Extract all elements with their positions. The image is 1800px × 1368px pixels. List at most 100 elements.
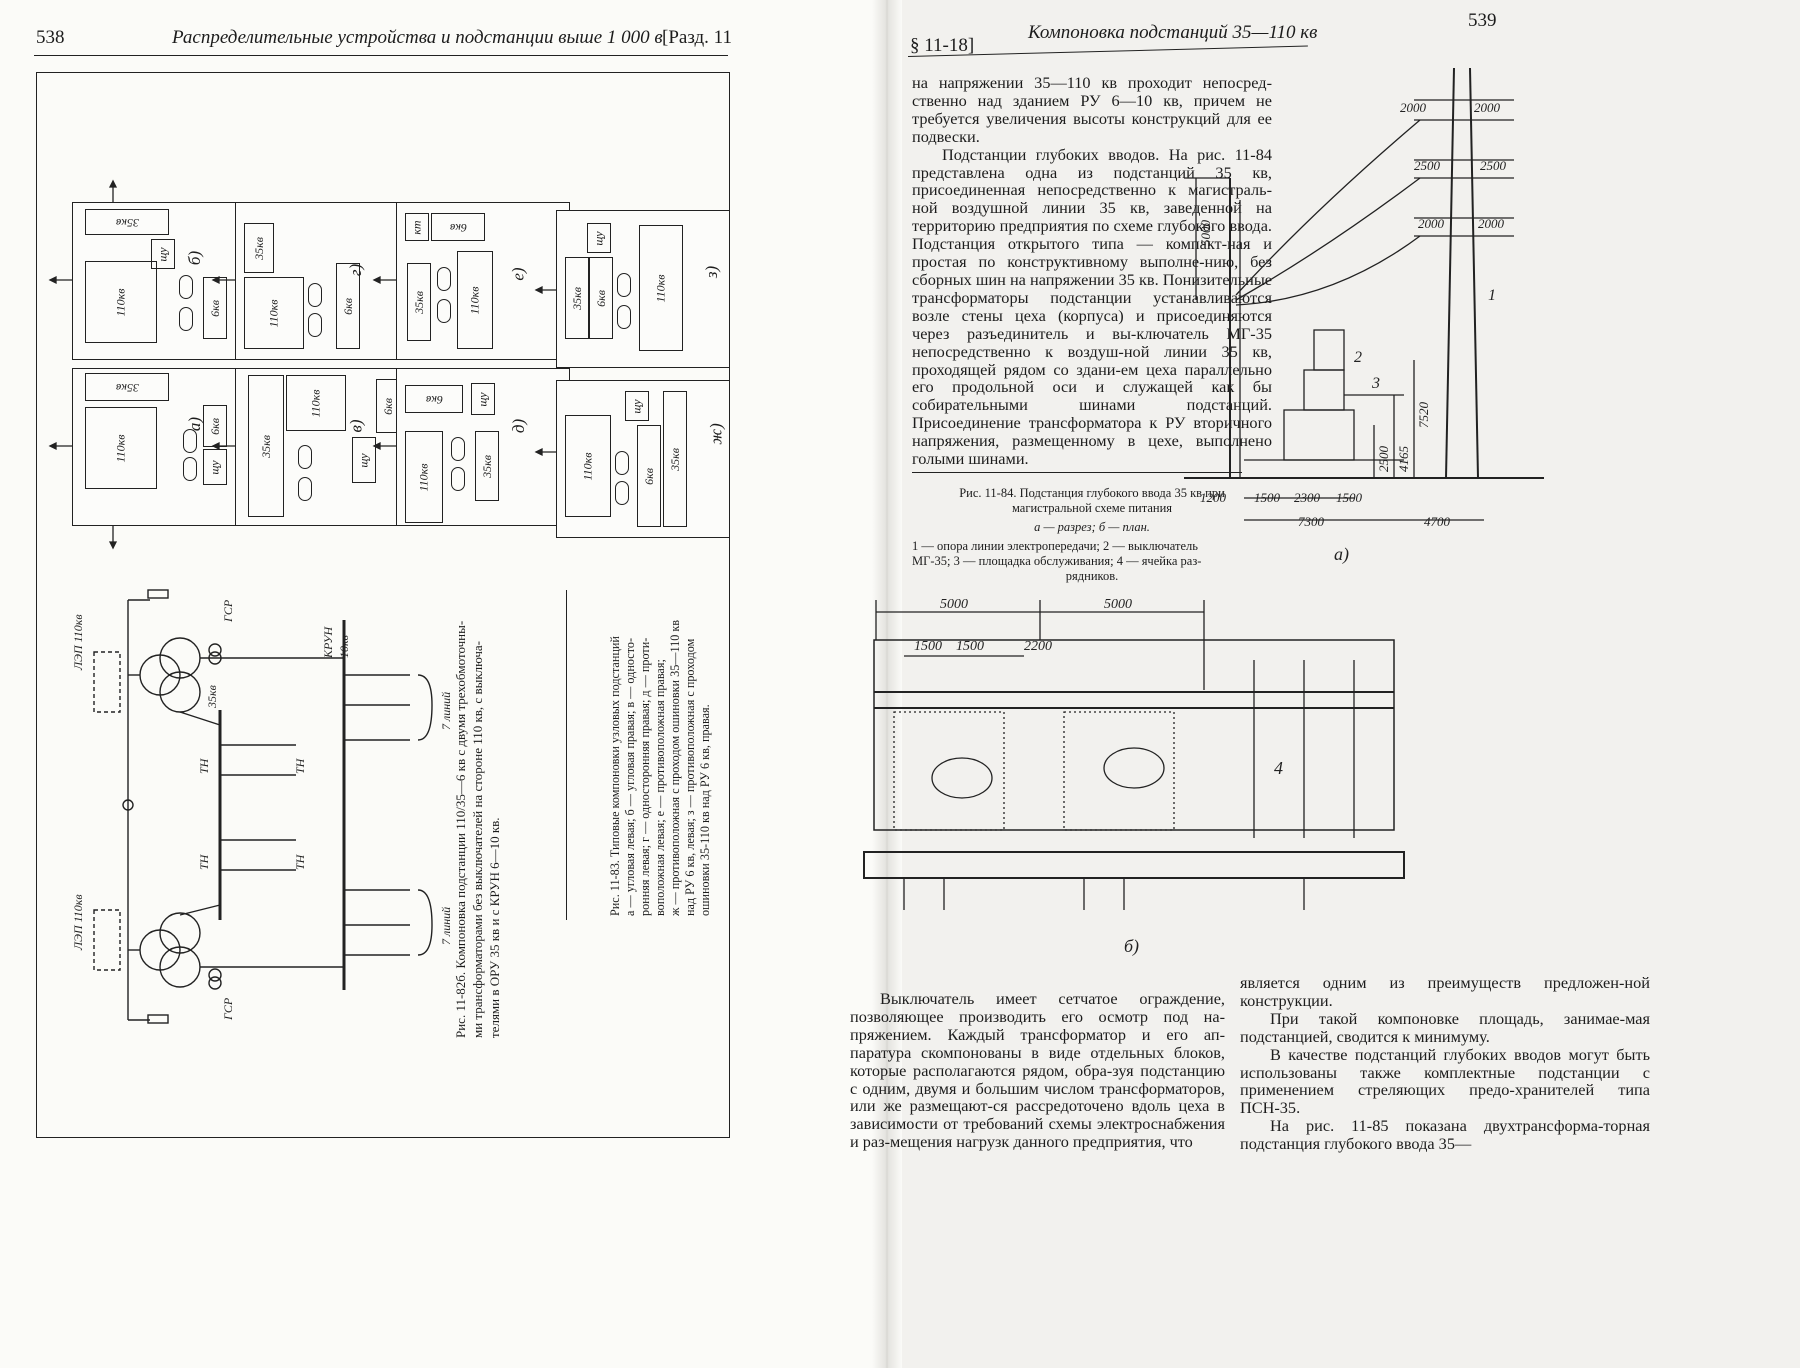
block-110kv: 110кв	[85, 407, 157, 489]
block-shu: щу	[352, 437, 376, 483]
item-label: 3	[1371, 375, 1380, 392]
dim: 2500	[1480, 158, 1507, 173]
block-110kv: 110кв	[639, 225, 683, 351]
dim: 1500	[914, 639, 942, 654]
block-35kv: 35кв	[407, 263, 431, 341]
dim: 2000	[1474, 100, 1501, 115]
block-35kv: 35кв	[85, 373, 169, 401]
label-lep-top: ЛЭП 110кв	[71, 614, 85, 671]
block-6kv: 6кв	[203, 277, 227, 339]
dim: 2300	[1294, 490, 1321, 505]
left-page: 538 Распределительные устройства и подст…	[0, 0, 884, 1368]
block-shu: щу	[151, 239, 175, 269]
transformer-oval	[179, 307, 193, 331]
figure-letter-b: б)	[1124, 936, 1139, 957]
right-page-number: 539	[1468, 10, 1497, 31]
block-shu: щу	[625, 391, 649, 421]
dim: 4700	[1424, 514, 1451, 529]
block-shu: щу	[587, 223, 611, 253]
transformer-oval	[298, 445, 312, 469]
transformer-oval	[617, 305, 631, 329]
caption-11-83: Рис. 11-83. Типовые компоновки узловых п…	[608, 619, 712, 916]
block-110kv: 110кв	[286, 375, 346, 431]
block-110kv: 110кв	[405, 431, 443, 523]
dim: 5000	[1198, 220, 1213, 247]
label-tn: ТН	[293, 853, 307, 870]
dim: 7520	[1416, 402, 1431, 429]
transformer-oval	[179, 275, 193, 299]
layout-plan-zh: 110кв щу 6кв 35кв	[556, 380, 730, 538]
transformer-oval	[615, 451, 629, 475]
layout-plan-z: щу 35кв 6кв 110кв	[556, 210, 730, 368]
dim: 5000	[1104, 597, 1132, 612]
label-bus-35kv: 35кв	[205, 685, 219, 709]
transformer-oval	[451, 437, 465, 461]
dim: 2000	[1478, 216, 1505, 231]
left-page-number: 538	[36, 27, 65, 48]
block-shu: щу	[203, 449, 227, 485]
label-tn: ТН	[293, 757, 307, 774]
label-tn: ТН	[197, 853, 211, 870]
dim: 2500	[1376, 446, 1391, 473]
block-110kv: 110кв	[85, 261, 157, 343]
figure-11-84a-section: 2000 2000 2500 2500 2000 2000 5000 7520 …	[1184, 67, 1544, 565]
dim: 2500	[1414, 158, 1441, 173]
left-running-title: Распределительные устройства и подстанци…	[172, 27, 663, 48]
transformer-oval	[617, 273, 631, 297]
paragraph: В качестве подстанций глубоких вводов мо…	[1240, 1044, 1650, 1118]
block-35kv: 35кв	[85, 209, 169, 235]
paragraph: Подстанции глубоких вводов. На рис. 11-8…	[912, 144, 1272, 469]
dim: 4165	[1396, 446, 1411, 473]
dim: 7300	[1298, 514, 1325, 529]
block-35kv: 35кв	[475, 431, 499, 501]
block-kt: кт	[405, 213, 429, 241]
dim: 1500	[956, 639, 984, 654]
block-35kv: 35кв	[248, 375, 284, 517]
dim: 1500	[1336, 490, 1363, 505]
transformer-oval	[183, 429, 197, 453]
block-shu: щу	[471, 383, 495, 415]
figure-11-82b-schematic: ЛЭП 110кв ЛЭП 110кв ГСР ГСР КРУН 10кв 35…	[71, 589, 453, 1024]
item-label: 2	[1354, 349, 1362, 366]
dim: 2000	[1400, 100, 1427, 115]
dim: 2200	[1024, 639, 1052, 654]
label-gsr-bottom: ГСР	[221, 997, 235, 1021]
block-6kv: 6кв	[637, 425, 661, 527]
caption-divider	[566, 590, 567, 920]
book-gutter	[872, 0, 902, 1368]
label-krun: КРУН	[321, 625, 335, 659]
dim: 1200	[1200, 490, 1227, 505]
paragraph: на напряжении 35—110 кв проходит непосре…	[912, 73, 1272, 146]
plan-arrows	[48, 179, 556, 550]
transformer-oval	[437, 299, 451, 323]
transformer-oval	[308, 283, 322, 307]
block-6kv: 6кв	[431, 213, 485, 241]
label-tn: ТН	[197, 757, 211, 774]
label-lep-bottom: ЛЭП 110кв	[71, 894, 85, 951]
item-label: 4	[1274, 758, 1283, 778]
block-110kv: 110кв	[565, 415, 611, 517]
caption-11-82b: Рис. 11-82б. Компоновка подстанции 110/3…	[453, 620, 502, 1038]
block-110kv: 110кв	[457, 251, 493, 349]
block-6kv: 6кв	[336, 263, 360, 349]
block-6kv: 6кв	[589, 257, 613, 339]
transformer-oval	[615, 481, 629, 505]
label-gsr-top: ГСР	[221, 599, 235, 623]
transformer-oval	[183, 457, 197, 481]
label-7-lines-top: 7 линий	[439, 692, 453, 730]
caption-11-84: Рис. 11-84. Подстанция глубокого ввода 3…	[912, 486, 1225, 583]
paragraph: является одним из преимуществ предложен-…	[1240, 973, 1650, 1010]
transformer-oval	[437, 267, 451, 291]
transformer-oval	[451, 467, 465, 491]
dim: 2000	[1418, 216, 1445, 231]
block-6kv: 6кв	[405, 385, 463, 413]
right-running-title: Компоновка подстанций 35—110 кв	[1028, 22, 1318, 43]
label-7-lines-bottom: 7 линий	[439, 907, 453, 945]
left-section-ref: [Разд. 11	[662, 27, 732, 48]
figure-11-84b-plan: 5000 5000 1500 1500 2200 4 б)	[863, 597, 1405, 957]
paragraph: Выключатель имеет сетчатое ограждение, п…	[850, 989, 1225, 1152]
intro-text: на напряжении 35—110 кв проходит непосре…	[912, 74, 1272, 468]
figure-letter-a: а)	[1334, 544, 1349, 565]
layout-plan-d: 6кв 110кв щу 35кв	[396, 368, 570, 526]
label-krun-voltage: 10кв	[337, 635, 351, 658]
